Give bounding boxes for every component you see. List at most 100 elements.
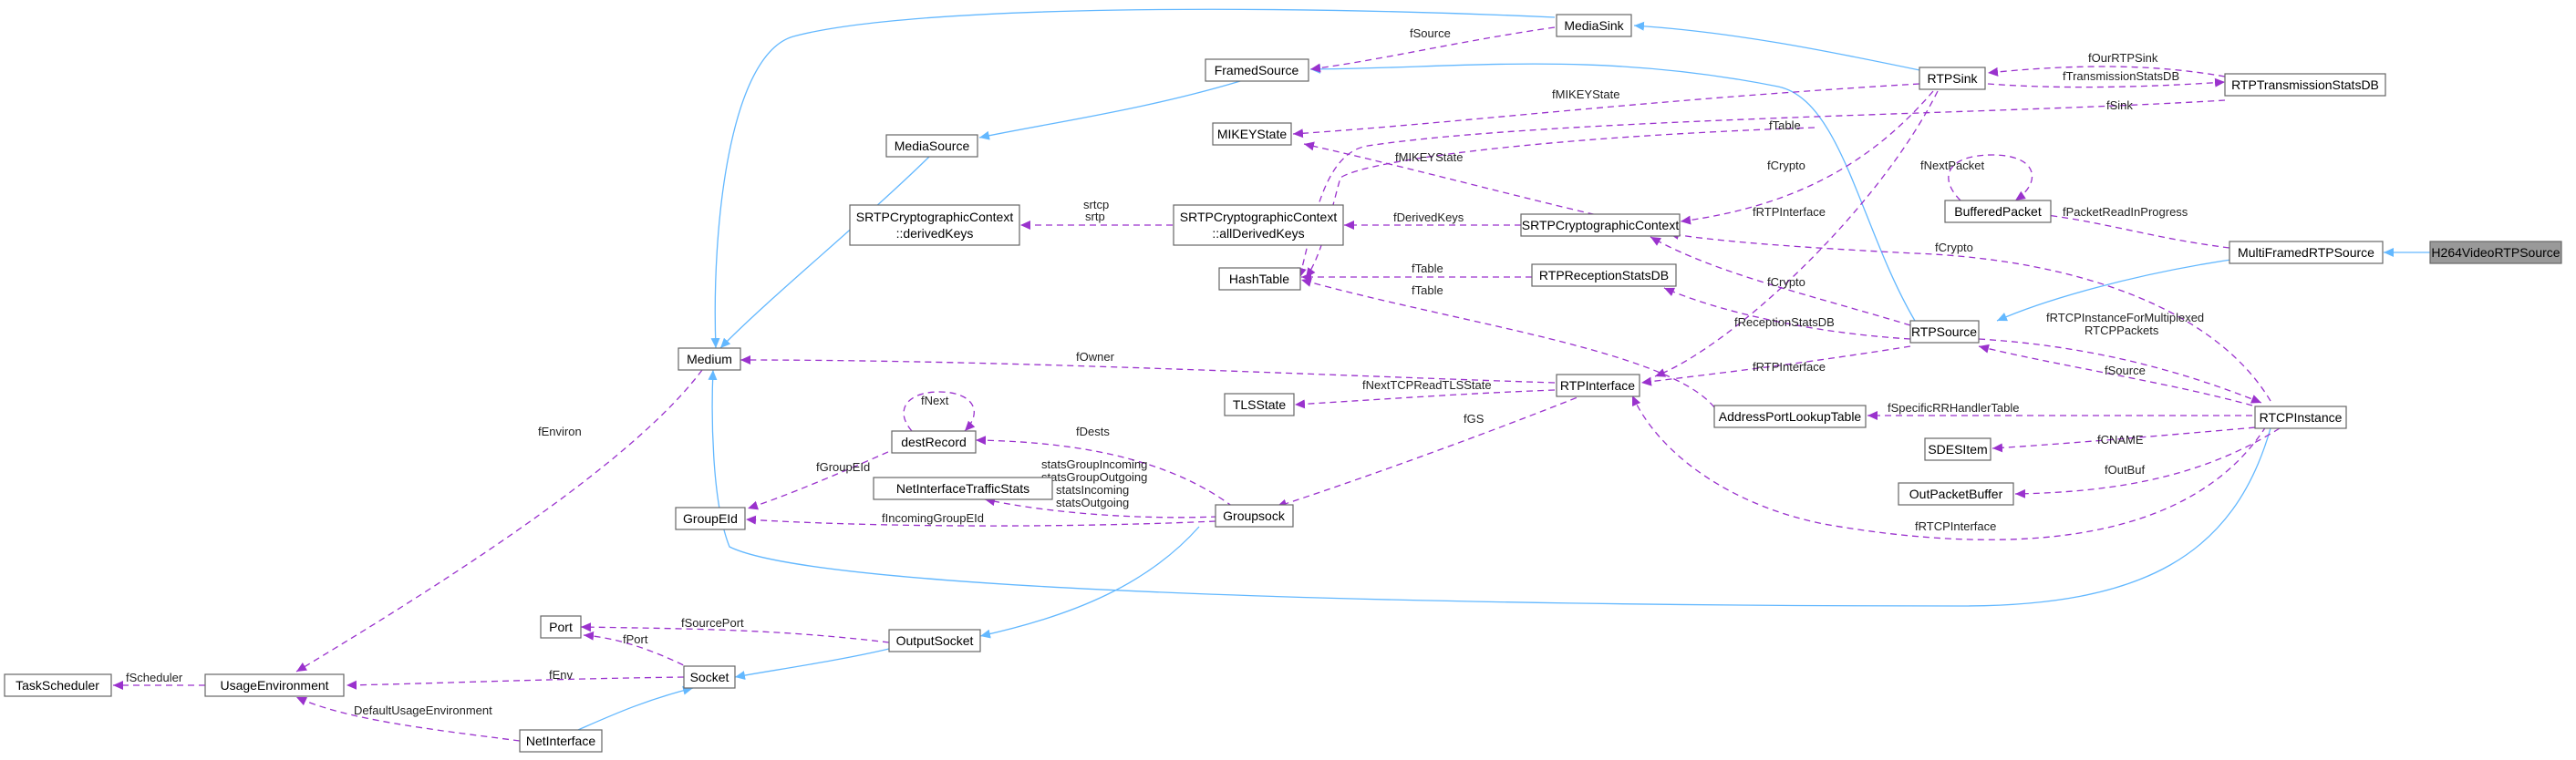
node-netinterfacetrafficstats[interactable]: NetInterfaceTrafficStats <box>873 477 1053 500</box>
label-fSpecificRRHandlerTable: fSpecificRRHandlerTable <box>1888 401 2020 415</box>
edge-fCNAME <box>1991 426 2267 453</box>
edge-fGroupEId <box>747 447 899 510</box>
node-addressportlookuptable[interactable]: AddressPortLookupTable <box>1713 405 1867 428</box>
node-rtptransmissionstatsdb[interactable]: RTPTransmissionStatsDB <box>2224 73 2386 97</box>
inheritance-edges <box>564 8 2430 736</box>
node-socket[interactable]: Socket <box>683 665 736 689</box>
edge-fGS <box>1276 393 1588 508</box>
node-sdesitem[interactable]: SDESItem <box>1924 437 1991 461</box>
edge-multiframed-to-rtpsource <box>1996 257 2244 322</box>
node-srtpcc-allderivedkeys[interactable]: SRTPCryptographicContext ::allDerivedKey… <box>1173 204 1344 246</box>
node-groupeid-label: GroupEId <box>683 511 738 526</box>
label-fSource-low: fSource <box>2105 364 2146 377</box>
edge-fSource-top <box>1309 26 1556 73</box>
node-rtpinterface[interactable]: RTPInterface <box>1556 374 1640 397</box>
label-srtcp: srtcp <box>1083 198 1109 211</box>
label-fSource-top: fSource <box>1410 26 1451 40</box>
edge-fPort <box>583 631 694 671</box>
node-bufferedpacket-label: BufferedPacket <box>1954 204 2042 219</box>
label-fCrypto-mid: fCrypto <box>1767 275 1805 289</box>
node-srtpcc-allderivedkeys-label-2: ::allDerivedKeys <box>1212 226 1304 241</box>
label-fOurRTPSink: fOurRTPSink <box>2088 51 2158 65</box>
label-fNextPacket: fNextPacket <box>1920 159 1984 172</box>
edge-fMIKEYState-mid <box>1303 141 1606 218</box>
node-framedsource-label: FramedSource <box>1215 63 1299 77</box>
node-netinterface[interactable]: NetInterface <box>519 729 603 753</box>
edge-fSource-low <box>1978 344 2253 406</box>
node-h264videortpsource[interactable]: H264VideoRTPSource <box>2429 241 2562 264</box>
node-rtpsink[interactable]: RTPSink <box>1919 67 1986 90</box>
node-srtpcryptographiccontext-label: SRTPCryptographicContext <box>1522 218 1680 232</box>
node-bufferedpacket[interactable]: BufferedPacket <box>1944 200 2052 223</box>
label-DefaultUsageEnvironment: DefaultUsageEnvironment <box>354 704 492 717</box>
label-fNext: fNext <box>921 394 949 407</box>
node-medium[interactable]: Medium <box>678 347 741 371</box>
node-taskscheduler[interactable]: TaskScheduler <box>4 673 112 697</box>
node-tlsstate[interactable]: TLSState <box>1224 393 1295 416</box>
label-fTransmissionStatsDB: fTransmissionStatsDB <box>2063 69 2179 83</box>
edge-fOurRTPSink <box>1987 66 2226 77</box>
node-rtpsink-label: RTPSink <box>1928 71 1979 86</box>
label-fCNAME: fCNAME <box>2097 433 2144 447</box>
edge-fTable-top <box>1305 127 1816 279</box>
node-rtcpinstance-label: RTCPInstance <box>2260 410 2343 425</box>
node-multiframedrtpsource-label: MultiFramedRTPSource <box>2238 245 2374 260</box>
edge-fOutBuf <box>2014 427 2281 498</box>
edge-rtpsink-to-mediasink <box>1633 21 1925 72</box>
label-fReceptionStatsDB: fReceptionStatsDB <box>1734 315 1835 329</box>
node-mikeystate-label: MIKEYState <box>1217 127 1287 141</box>
edge-fEnv <box>346 676 685 690</box>
node-srtpcc-derivedkeys-label-1: SRTPCryptographicContext <box>856 210 1014 224</box>
label-fCrypto-right: fCrypto <box>1935 241 1973 254</box>
node-outputsocket-label: OutputSocket <box>896 633 974 648</box>
node-rtpreceptionstatsdb[interactable]: RTPReceptionStatsDB <box>1531 263 1677 287</box>
label-fGroupEId: fGroupEId <box>816 460 870 474</box>
label-fMIKEYState-top: fMIKEYState <box>1552 87 1619 101</box>
node-destrecord[interactable]: destRecord <box>891 430 977 454</box>
label-fNextTCPReadTLSState: fNextTCPReadTLSState <box>1362 378 1492 392</box>
node-outpacketbuffer[interactable]: OutPacketBuffer <box>1898 482 2014 506</box>
node-rtpsource[interactable]: RTPSource <box>1909 320 1980 344</box>
node-hashtable[interactable]: HashTable <box>1218 267 1301 291</box>
node-tlsstate-label: TLSState <box>1233 397 1287 412</box>
node-rtcpinstance[interactable]: RTCPInstance <box>2254 406 2347 429</box>
label-fSink: fSink <box>2106 98 2133 112</box>
node-mediasink[interactable]: MediaSink <box>1556 14 1632 37</box>
node-srtpcc-derivedkeys[interactable]: SRTPCryptographicContext ::derivedKeys <box>849 204 1020 246</box>
label-fIncomingGroupEId: fIncomingGroupEId <box>882 511 984 525</box>
node-groupeid[interactable]: GroupEId <box>675 507 746 530</box>
node-mikeystate[interactable]: MIKEYState <box>1212 122 1292 146</box>
node-framedsource[interactable]: FramedSource <box>1205 58 1309 82</box>
edge-outputsocket-to-socket <box>734 648 890 680</box>
node-addressportlookuptable-label: AddressPortLookupTable <box>1719 409 1862 424</box>
label-fEnv: fEnv <box>549 668 574 682</box>
label-fDerivedKeys: fDerivedKeys <box>1393 211 1464 224</box>
node-rtptransmissionstatsdb-label: RTPTransmissionStatsDB <box>2231 77 2379 92</box>
node-multiframedrtpsource[interactable]: MultiFramedRTPSource <box>2229 241 2384 264</box>
edge-mediasource-to-medium <box>719 155 931 349</box>
node-groupsock[interactable]: Groupsock <box>1215 504 1294 528</box>
label-fDests: fDests <box>1076 425 1110 438</box>
node-mediasource[interactable]: MediaSource <box>885 134 978 158</box>
node-taskscheduler-label: TaskScheduler <box>16 678 99 693</box>
edge-fNext <box>903 391 976 432</box>
node-usageenvironment[interactable]: UsageEnvironment <box>204 673 345 697</box>
node-port[interactable]: Port <box>540 615 582 639</box>
label-fTable-low: fTable <box>1412 283 1443 297</box>
edge-groupsock-to-outputsocket <box>979 526 1200 639</box>
node-sdesitem-label: SDESItem <box>1928 442 1987 457</box>
edge-fReceptionStatsDB <box>1663 287 1911 340</box>
edge-fDests <box>975 436 1234 508</box>
node-outputsocket[interactable]: OutputSocket <box>888 629 981 652</box>
label-fSourcePort: fSourcePort <box>681 616 744 630</box>
label-statsGroupOutgoing: statsGroupOutgoing <box>1041 470 1147 484</box>
label-srtp: srtp <box>1085 210 1105 223</box>
node-mediasink-label: MediaSink <box>1564 18 1624 33</box>
label-fPort: fPort <box>623 632 648 646</box>
edge-DefaultUsageEnvironment <box>295 696 521 742</box>
node-netinterface-label: NetInterface <box>526 734 595 748</box>
edge-fRTPInterface-top <box>1654 90 1939 377</box>
node-srtpcryptographiccontext[interactable]: SRTPCryptographicContext <box>1520 213 1681 237</box>
edge-fTable-low <box>1300 278 1715 408</box>
